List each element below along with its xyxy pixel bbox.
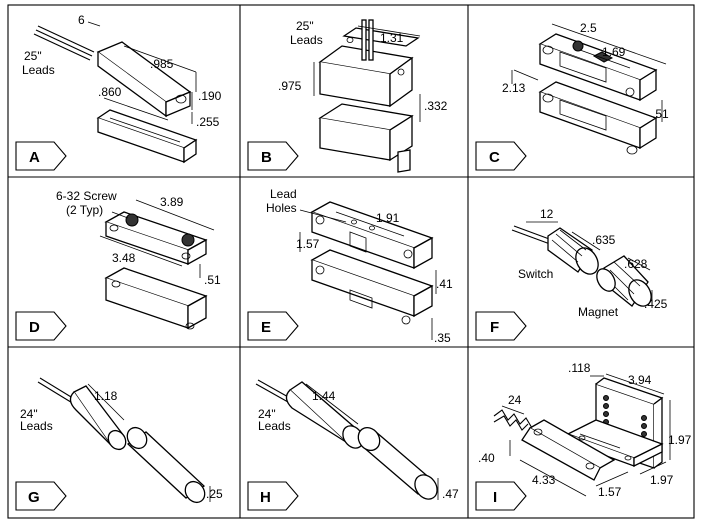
dim-24-leads-h: 24" bbox=[258, 407, 276, 421]
dim-144: 1.44 bbox=[312, 389, 336, 403]
dim-213: 2.13 bbox=[502, 81, 526, 95]
panel-tag-g: G bbox=[28, 489, 40, 506]
panel-tag-c: C bbox=[489, 149, 500, 166]
dim-255: .255 bbox=[196, 115, 220, 129]
dim-25-leads: 25" bbox=[24, 49, 42, 63]
dim-985: .985 bbox=[150, 57, 174, 71]
label-holes: Holes bbox=[266, 201, 297, 215]
dim-35: .35 bbox=[434, 331, 451, 345]
dim-2-5: 2.5 bbox=[580, 21, 597, 35]
label-2-typ: (2 Typ) bbox=[66, 203, 103, 217]
dim-394: 3.94 bbox=[628, 373, 652, 387]
dim-425: .425 bbox=[644, 297, 668, 311]
dim-24-leads-g: 24" bbox=[20, 407, 38, 421]
dim-40: .40 bbox=[478, 451, 495, 465]
label-screw: 6-32 Screw bbox=[56, 189, 117, 203]
dim-24-i: 24 bbox=[508, 393, 522, 407]
label-switch: Switch bbox=[518, 267, 553, 281]
dim-975: .975 bbox=[278, 79, 302, 93]
dim-628: .628 bbox=[624, 257, 648, 271]
label-lead: Lead bbox=[270, 187, 297, 201]
dim-348: 3.48 bbox=[112, 251, 136, 265]
label-leads-b: Leads bbox=[290, 33, 323, 47]
panel-tag-b: B bbox=[261, 149, 272, 166]
dim-25: .25 bbox=[206, 487, 223, 501]
dim-169: 1.69 bbox=[602, 45, 626, 59]
panel-tag-i: I bbox=[493, 489, 497, 506]
panel-f: 12 .635 Switch .628 Magnet .425 F bbox=[475, 207, 668, 341]
dim-197-vertical: 1.97 bbox=[668, 433, 692, 447]
dim-860: .860 bbox=[98, 85, 122, 99]
dim-118: 1.18 bbox=[94, 389, 118, 403]
dim-12: 12 bbox=[540, 207, 554, 221]
dim-332: .332 bbox=[424, 99, 448, 113]
panel-tag-d: D bbox=[29, 319, 40, 336]
dim-433: 4.33 bbox=[532, 473, 556, 487]
dim-47: .47 bbox=[442, 487, 459, 501]
panel-b: 25" Leads 1.31 .975 .332 B bbox=[247, 19, 448, 173]
dim-197-horizontal: 1.97 bbox=[650, 473, 674, 487]
label-leads-h: Leads bbox=[258, 419, 291, 433]
dim-389: 3.89 bbox=[160, 195, 184, 209]
panel-tag-h: H bbox=[260, 489, 271, 506]
panel-tag-f: F bbox=[490, 319, 499, 336]
panel-h: 1.44 24" Leads .47 H bbox=[247, 379, 459, 511]
dim-25-leads-b: 25" bbox=[296, 19, 314, 33]
panel-d: 6-32 Screw (2 Typ) 3.89 3.48 .51 D bbox=[15, 189, 221, 341]
dim-190: .190 bbox=[198, 89, 222, 103]
panel-c: 2.5 1.69 2.13 .51 C bbox=[475, 21, 669, 171]
dim-131: 1.31 bbox=[380, 31, 404, 45]
grid-frame bbox=[7, 4, 695, 519]
panel-i: .118 3.94 24 1.97 .40 4.33 1.57 1.97 I bbox=[475, 361, 692, 511]
dim-51-d: .51 bbox=[204, 273, 221, 287]
dim-41: .41 bbox=[436, 277, 453, 291]
label-leads-g: Leads bbox=[20, 419, 53, 433]
panel-tag-a: A bbox=[29, 149, 40, 166]
panel-a: 6 25" Leads .985 .860 .190 .255 A bbox=[15, 13, 222, 171]
label-leads: Leads bbox=[22, 63, 55, 77]
label-magnet: Magnet bbox=[578, 305, 619, 319]
panel-tag-e: E bbox=[261, 319, 271, 336]
dim-191: 1.91 bbox=[376, 211, 400, 225]
dim-118-i: .118 bbox=[568, 361, 591, 375]
dim-157: 1.57 bbox=[296, 237, 320, 251]
panel-e: Lead Holes 1.91 1.57 .41 .35 E bbox=[247, 187, 453, 345]
dim-6: 6 bbox=[78, 13, 85, 27]
dim-635: .635 bbox=[592, 233, 616, 247]
panel-g: 1.18 24" Leads .25 G bbox=[15, 377, 223, 511]
dim-157-i: 1.57 bbox=[598, 485, 622, 499]
dim-51-c: .51 bbox=[652, 107, 669, 121]
